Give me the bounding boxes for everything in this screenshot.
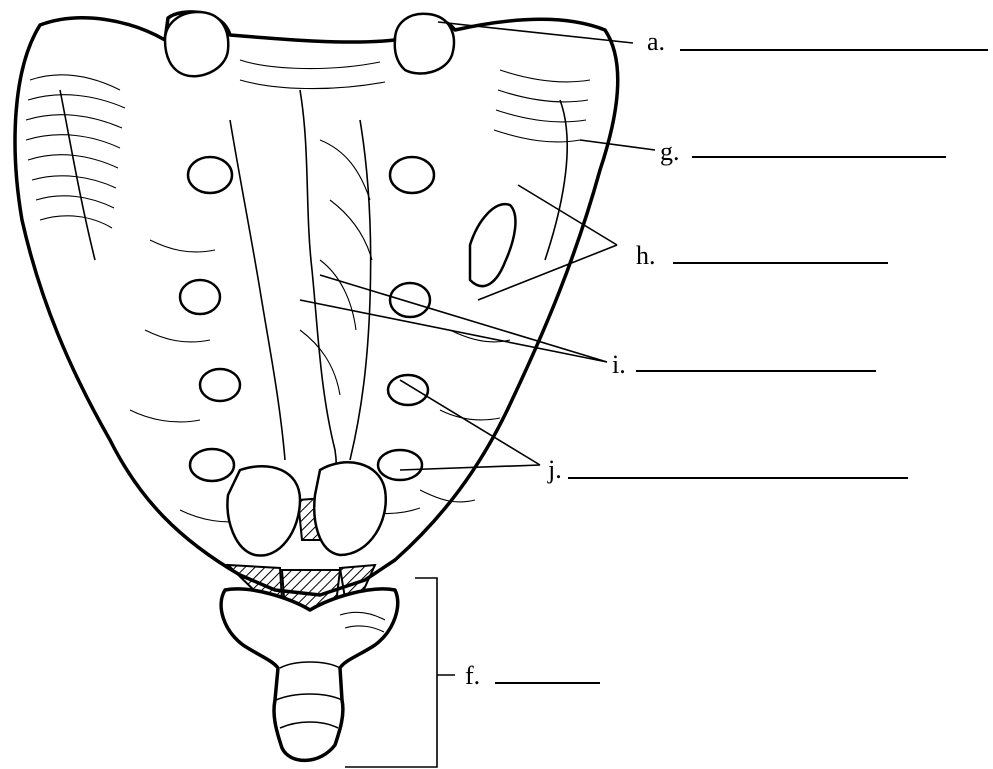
posterior-foramen-left-4 — [190, 449, 234, 481]
posterior-foramen-right-1 — [390, 157, 434, 193]
label-g: g. — [660, 137, 946, 166]
label-f-text: f. — [465, 661, 480, 690]
label-j-text: j. — [547, 455, 562, 484]
label-g-text: g. — [660, 137, 680, 166]
label-f: f. — [465, 661, 600, 690]
superior-articular-process-left — [165, 12, 228, 76]
posterior-foramen-right-4 — [378, 450, 422, 480]
label-i: i. — [612, 350, 876, 379]
posterior-foramen-left-1 — [188, 157, 232, 193]
label-h-text: h. — [636, 241, 656, 270]
label-a-text: a. — [647, 27, 665, 56]
label-h: h. — [636, 241, 888, 270]
posterior-foramen-left-2 — [180, 280, 220, 314]
label-j: j. — [547, 455, 908, 484]
label-a: a. — [647, 27, 988, 56]
posterior-foramen-right-3 — [388, 375, 428, 405]
posterior-foramen-left-3 — [200, 369, 240, 401]
posterior-foramen-right-2 — [390, 283, 430, 317]
label-i-text: i. — [612, 350, 626, 379]
